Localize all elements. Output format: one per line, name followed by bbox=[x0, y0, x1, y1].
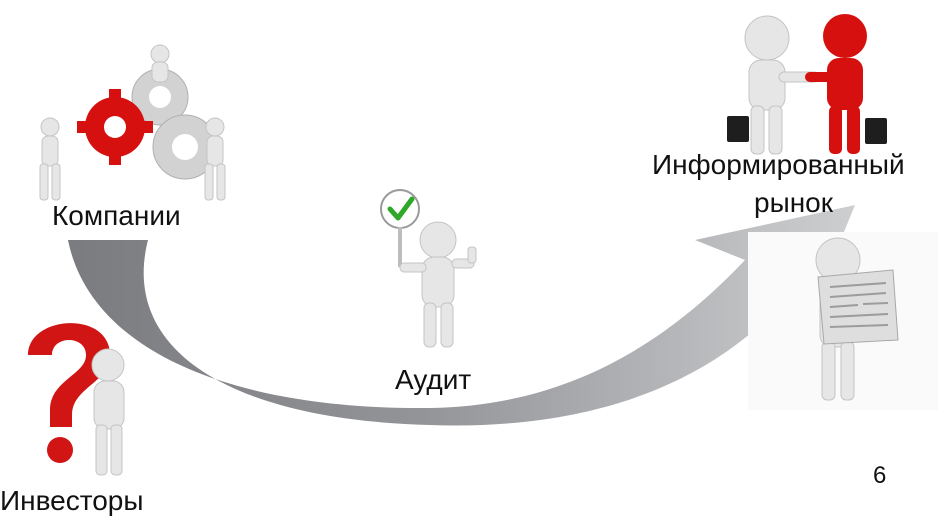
audit-illustration bbox=[378, 185, 488, 355]
handshake-illustration bbox=[705, 8, 905, 158]
investors-illustration bbox=[10, 305, 160, 490]
newspaper-illustration bbox=[748, 232, 938, 410]
question-mark-thinking-icon bbox=[28, 323, 125, 476]
checkmark-sign-icon bbox=[380, 189, 477, 348]
page-number: 6 bbox=[873, 462, 887, 489]
audit-label: Аудит bbox=[395, 364, 472, 395]
reading-newspaper-icon bbox=[815, 237, 899, 401]
companies-illustration bbox=[20, 42, 235, 207]
arrow-body bbox=[68, 205, 855, 426]
informed-market-label-line2: рынок bbox=[754, 187, 833, 218]
investors-label: Инвесторы bbox=[0, 485, 144, 516]
gears-teamwork-icon bbox=[39, 44, 226, 201]
handshake-business-icon bbox=[727, 14, 887, 155]
informed-market-label-line1: Информированный bbox=[652, 149, 905, 180]
companies-label: Компании bbox=[52, 200, 181, 231]
